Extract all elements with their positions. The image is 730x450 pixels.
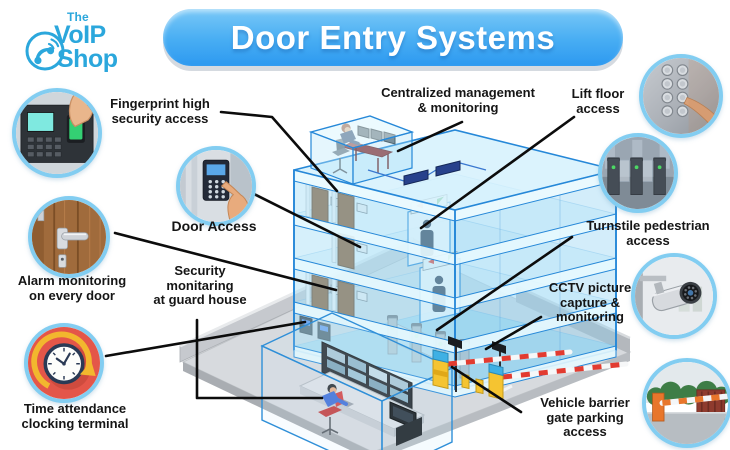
page-title-text: Door Entry Systems	[230, 18, 556, 56]
label-cctv-monitoring: CCTV picture capture & monitoring	[548, 280, 632, 325]
penthouse-control-room	[308, 115, 415, 185]
label-time-attendance: Time attendance clocking terminal	[21, 401, 129, 431]
cctv-camera-photo	[631, 253, 717, 339]
logo-word-shop: Shop	[57, 45, 118, 73]
connector-alarm	[113, 231, 338, 292]
vehicle-barrier-area	[432, 336, 629, 401]
label-centralized-management: Centralized management & monitoring	[381, 85, 535, 115]
connector-time	[104, 320, 307, 358]
barrier-gate-photo	[642, 358, 730, 448]
label-turnstile-access: Turnstile pedestrian access	[586, 218, 710, 248]
roof-network-devices	[367, 160, 487, 186]
guard-house	[260, 312, 454, 450]
connector-fingerprint	[219, 110, 339, 193]
label-fingerprint-access: Fingerprint high security access	[110, 96, 210, 126]
label-lift-floor-access: Lift floor access	[571, 86, 625, 116]
time-clock-terminals	[299, 315, 331, 342]
cctv-pole-camera	[448, 336, 462, 349]
connector-security	[195, 318, 324, 400]
turnstile-gates-photo	[598, 133, 678, 213]
page-title: Door Entry Systems	[163, 9, 623, 66]
connector-turnstile	[435, 235, 574, 332]
label-vehicle-barrier: Vehicle barrier gate parking access	[540, 395, 630, 440]
logo-word-the: The	[67, 10, 89, 24]
logo-word-voip: VoIP	[54, 21, 106, 49]
label-security-guard-house: Security monitaring at guard house	[153, 263, 247, 308]
connector-lines	[104, 110, 576, 414]
connector-cctv	[484, 315, 543, 351]
phone-icon	[25, 31, 65, 71]
door-keypad-photo	[176, 146, 256, 226]
door-handle-photo	[28, 196, 110, 278]
connector-centralized	[396, 120, 464, 153]
fingerprint-scanner-photo	[12, 88, 102, 178]
floor-doors	[299, 183, 368, 342]
clock-icon	[24, 323, 104, 403]
label-door-access: Door Access	[171, 218, 257, 234]
connector-door-access	[250, 191, 362, 249]
lift-buttons-photo	[639, 54, 723, 138]
voip-shop-logo: The VoIP Shop	[10, 4, 140, 92]
label-alarm-monitoring: Alarm monitoring on every door	[17, 273, 127, 303]
connector-vehicle	[450, 365, 523, 414]
connector-lift	[419, 115, 576, 230]
